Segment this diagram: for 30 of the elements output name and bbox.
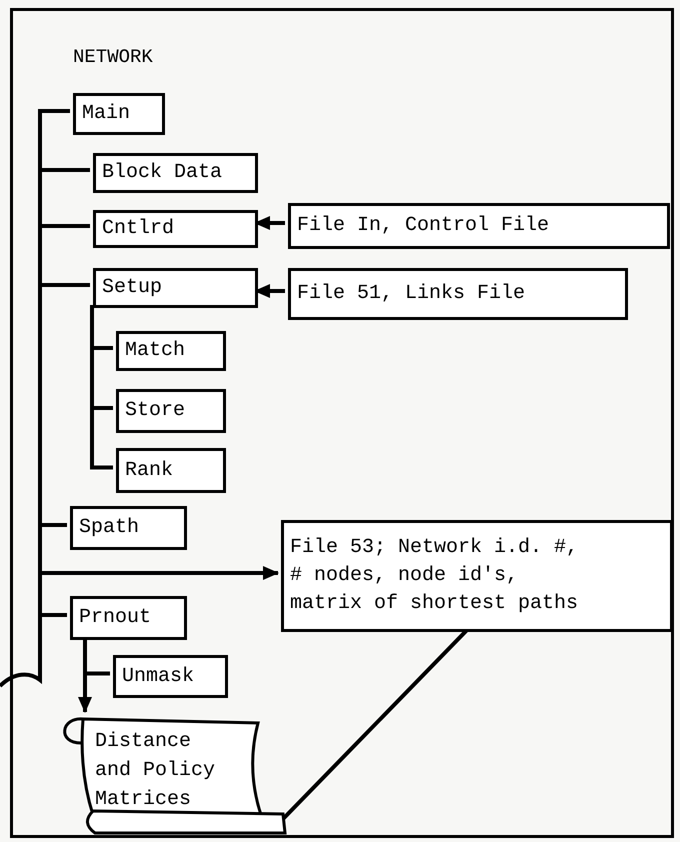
process-box xyxy=(70,506,187,550)
process-box xyxy=(116,331,226,371)
box-label: Store xyxy=(125,398,186,424)
document-label: Distance and Policy Matrices xyxy=(95,729,216,813)
box-label: Unmask xyxy=(122,664,196,690)
box-label: Setup xyxy=(102,275,164,301)
process-box xyxy=(93,268,258,308)
process-box xyxy=(113,655,228,698)
connector-line xyxy=(0,109,70,688)
box-label: File 53; Network i.d. #, # nodes, node id's, matrix of shortest paths xyxy=(290,535,580,617)
box-label: Prnout xyxy=(79,605,152,631)
box-label: File 51, Links File xyxy=(297,281,526,307)
process-box xyxy=(93,153,258,193)
process-box xyxy=(93,210,258,248)
process-box xyxy=(288,268,628,320)
box-label: Rank xyxy=(125,458,174,484)
box-label: Main xyxy=(82,101,132,127)
box-label: Match xyxy=(125,338,186,364)
process-box xyxy=(281,520,673,632)
process-box xyxy=(116,448,226,493)
box-label: Spath xyxy=(79,515,140,541)
process-box xyxy=(116,389,226,433)
box-label: Block Data xyxy=(102,160,224,186)
process-box xyxy=(73,93,165,135)
frame-box xyxy=(10,8,674,838)
process-box xyxy=(288,203,670,249)
box-label: Cntlrd xyxy=(102,216,176,242)
process-box xyxy=(70,596,187,640)
frame-title: NETWORK xyxy=(73,45,153,70)
box-label: File In, Control File xyxy=(297,213,550,239)
